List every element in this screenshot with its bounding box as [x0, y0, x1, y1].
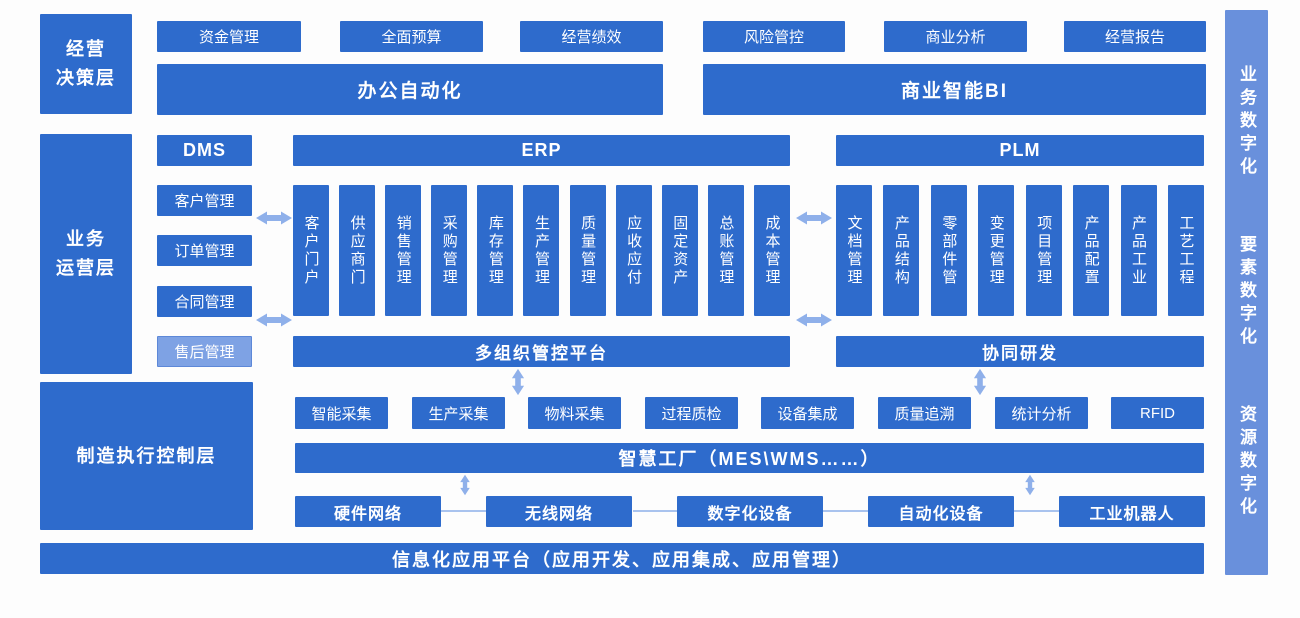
mes-box: 智能采集	[295, 397, 388, 429]
decision-box: 经营绩效	[520, 21, 663, 52]
layer-label-decision: 经营 决策层	[40, 14, 132, 114]
device-box: 自动化设备	[868, 496, 1014, 527]
sidebar-label: 要素数字化	[1237, 235, 1256, 350]
connector-line	[823, 510, 868, 512]
double-arrow-horizontal-icon	[796, 313, 832, 327]
decision-box: 商业分析	[884, 21, 1027, 52]
multi-org-platform-bar: 多组织管控平台	[293, 336, 790, 367]
mes-box: RFID	[1111, 397, 1204, 429]
dms-header: DMS	[157, 135, 252, 166]
double-arrow-vertical-icon	[1025, 474, 1035, 496]
layer-label-line: 制造执行控制层	[76, 445, 217, 466]
layer-label-manufacturing: 制造执行控制层	[40, 382, 253, 530]
plm-modules: 文档管理 产品结构 零部件管 变更管理 项目管理 产品配置 产品工业 工艺工程	[836, 185, 1204, 316]
plm-module: 文档管理	[836, 185, 872, 316]
layer-label-line: 运营层	[56, 258, 116, 278]
mes-box: 统计分析	[995, 397, 1088, 429]
device-box: 数字化设备	[677, 496, 823, 527]
info-platform-bar: 信息化应用平台（应用开发、应用集成、应用管理）	[40, 543, 1204, 574]
sidebar-label: 资源数字化	[1237, 405, 1256, 520]
connector-line	[633, 510, 677, 512]
bi-bar: 商业智能BI	[703, 64, 1206, 115]
erp-module: 总账管理	[707, 185, 744, 316]
double-arrow-horizontal-icon	[796, 211, 832, 225]
erp-module: 生产管理	[523, 185, 560, 316]
oa-bar: 办公自动化	[157, 64, 663, 115]
mes-box: 设备集成	[761, 397, 854, 429]
sidebar-label: 业务数字化	[1237, 65, 1256, 180]
erp-module: 采购管理	[431, 185, 468, 316]
plm-module: 工艺工程	[1167, 185, 1204, 316]
decision-box: 经营报告	[1064, 21, 1206, 52]
double-arrow-vertical-icon	[460, 474, 470, 496]
plm-module: 项目管理	[1025, 185, 1062, 316]
double-arrow-vertical-icon	[973, 368, 987, 396]
erp-module: 供应商门	[339, 185, 376, 316]
erp-module: 成本管理	[753, 185, 790, 316]
double-arrow-horizontal-icon	[256, 313, 292, 327]
collab-rd-bar: 协同研发	[836, 336, 1204, 367]
erp-module: 应收应付	[615, 185, 652, 316]
plm-module: 产品工业	[1120, 185, 1157, 316]
double-arrow-vertical-icon	[511, 368, 525, 396]
mes-box: 质量追溯	[878, 397, 971, 429]
digitalization-sidebar: 业务数字化 要素数字化 资源数字化	[1225, 10, 1268, 575]
decision-box: 风险管控	[703, 21, 845, 52]
dms-item: 合同管理	[157, 286, 252, 317]
erp-module: 客户门户	[293, 185, 329, 316]
erp-module: 质量管理	[569, 185, 606, 316]
decision-box: 全面预算	[340, 21, 483, 52]
smart-factory-bar: 智慧工厂（MES\WMS……）	[295, 443, 1204, 473]
mes-box: 物料采集	[528, 397, 621, 429]
plm-module: 产品配置	[1073, 185, 1110, 316]
plm-module: 产品结构	[883, 185, 920, 316]
layer-label-line: 经营	[66, 39, 106, 60]
device-box: 工业机器人	[1059, 496, 1205, 527]
erp-module: 固定资产	[661, 185, 698, 316]
dms-item: 订单管理	[157, 235, 252, 266]
mes-box: 过程质检	[645, 397, 738, 429]
plm-module: 零部件管	[930, 185, 967, 316]
layer-label-line: 决策层	[56, 68, 116, 88]
erp-modules: 客户门户 供应商门 销售管理 采购管理 库存管理 生产管理 质量管理 应收应付 …	[293, 185, 790, 316]
connector-line	[1014, 510, 1059, 512]
connector-line	[441, 510, 486, 512]
plm-module: 变更管理	[978, 185, 1015, 316]
dms-item: 客户管理	[157, 185, 252, 216]
layer-label-line: 业务	[66, 229, 106, 250]
device-box: 硬件网络	[295, 496, 441, 527]
decision-box: 资金管理	[157, 21, 301, 52]
dms-item: 售后管理	[157, 336, 252, 367]
double-arrow-horizontal-icon	[256, 211, 292, 225]
device-box: 无线网络	[486, 496, 632, 527]
erp-header: ERP	[293, 135, 790, 166]
plm-header: PLM	[836, 135, 1204, 166]
erp-module: 库存管理	[477, 185, 514, 316]
layer-label-operation: 业务 运营层	[40, 134, 132, 374]
erp-module: 销售管理	[385, 185, 422, 316]
mes-box: 生产采集	[412, 397, 505, 429]
